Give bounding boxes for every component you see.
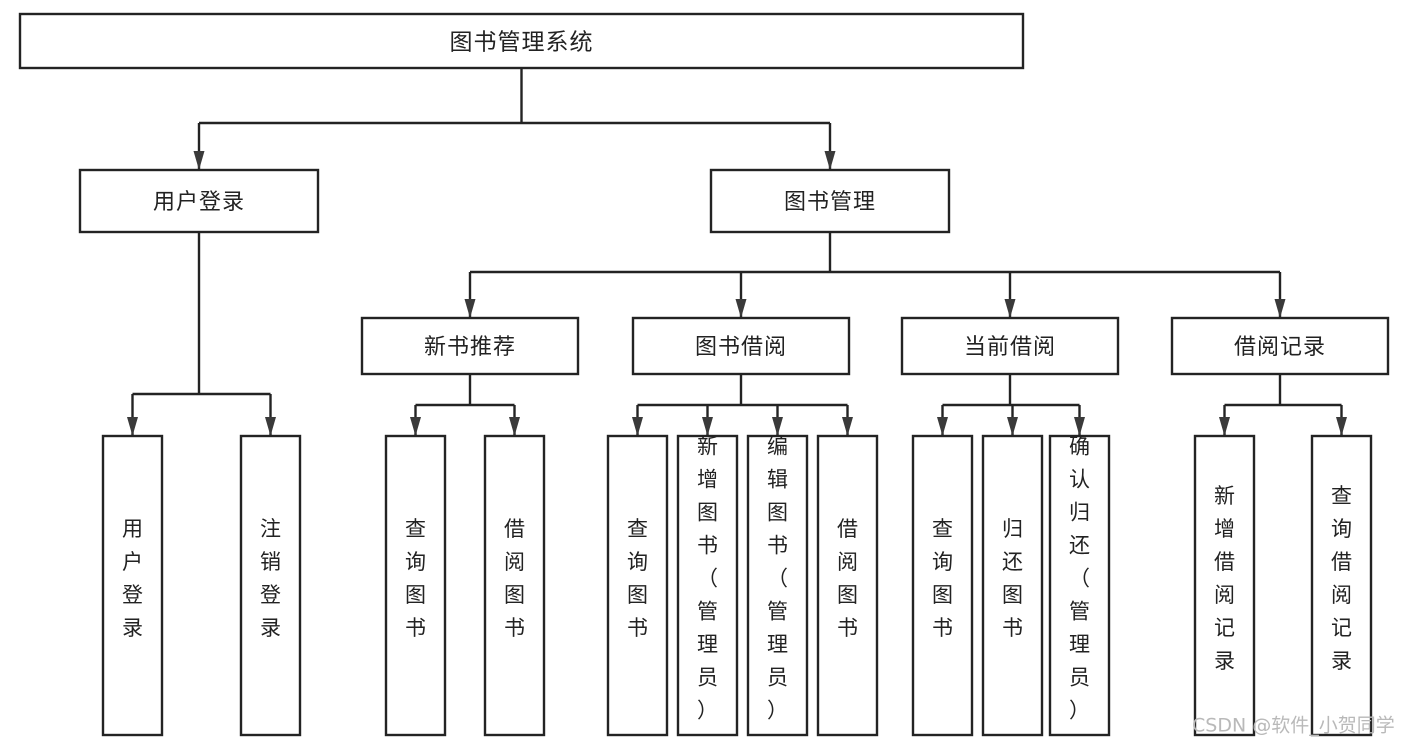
arrow-head-icon bbox=[1004, 299, 1016, 318]
node-book-borrow[interactable]: 图书借阅 bbox=[631, 316, 851, 376]
node-user-login[interactable]: 用户登录 bbox=[78, 168, 320, 234]
connector-lines-layer bbox=[127, 68, 1347, 436]
node-box-root[interactable] bbox=[18, 12, 1025, 70]
arrow-head-icon bbox=[509, 417, 520, 436]
node-box-user-login[interactable] bbox=[78, 168, 320, 234]
node-leaf-query-book-3[interactable]: 查询图书 bbox=[911, 434, 974, 737]
node-leaf-add-book-admin[interactable]: 新增图书（管理员） bbox=[676, 434, 739, 737]
node-label-leaf-add-book-admin: 新增图书（管理员） bbox=[697, 435, 718, 723]
node-box-leaf-return-book[interactable] bbox=[981, 434, 1044, 737]
arrow-head-icon bbox=[1074, 417, 1085, 436]
node-label-leaf-borrow-book-1: 借阅图书 bbox=[504, 517, 525, 640]
node-box-leaf-user-login[interactable] bbox=[101, 434, 164, 737]
node-leaf-query-book-2[interactable]: 查询图书 bbox=[606, 434, 669, 737]
node-label-leaf-logout-login: 注销登录 bbox=[260, 517, 281, 640]
watermark-layer: CSDN @软件_小贺同学 bbox=[1192, 715, 1395, 737]
node-label-leaf-confirm-return: 确认归还（管理员） bbox=[1069, 435, 1090, 723]
node-label-leaf-query-book-2: 查询图书 bbox=[627, 517, 648, 640]
node-box-leaf-add-book-admin[interactable] bbox=[676, 434, 739, 737]
node-label-leaf-query-borrow-record: 查询借阅记录 bbox=[1331, 484, 1352, 673]
node-box-current-borrow[interactable] bbox=[900, 316, 1120, 376]
node-leaf-borrow-book-2[interactable]: 借阅图书 bbox=[816, 434, 879, 737]
node-box-new-book-recommend[interactable] bbox=[360, 316, 580, 376]
arrow-head-icon bbox=[265, 417, 276, 436]
arrow-head-icon bbox=[937, 417, 948, 436]
node-box-leaf-query-borrow-record[interactable] bbox=[1310, 434, 1373, 737]
arrow-head-icon bbox=[772, 417, 783, 436]
node-book-manage[interactable]: 图书管理 bbox=[709, 168, 951, 234]
node-box-leaf-logout-login[interactable] bbox=[239, 434, 302, 737]
node-box-leaf-edit-book-admin[interactable] bbox=[746, 434, 809, 737]
arrow-head-icon bbox=[1336, 417, 1347, 436]
node-label-leaf-user-login: 用户登录 bbox=[122, 517, 143, 640]
arrow-head-icon bbox=[464, 299, 476, 318]
arrow-head-icon bbox=[842, 417, 853, 436]
node-box-book-manage[interactable] bbox=[709, 168, 951, 234]
arrow-head-icon bbox=[127, 417, 138, 436]
node-leaf-confirm-return[interactable]: 确认归还（管理员） bbox=[1048, 434, 1111, 737]
arrow-head-icon bbox=[193, 151, 205, 170]
node-label-book-manage: 图书管理 bbox=[784, 190, 876, 215]
arrow-head-icon bbox=[632, 417, 643, 436]
node-current-borrow[interactable]: 当前借阅 bbox=[900, 316, 1120, 376]
node-borrow-record[interactable]: 借阅记录 bbox=[1170, 316, 1390, 376]
node-leaf-logout-login[interactable]: 注销登录 bbox=[239, 434, 302, 737]
node-box-leaf-borrow-book-1[interactable] bbox=[483, 434, 546, 737]
node-label-book-borrow: 图书借阅 bbox=[695, 335, 787, 360]
node-label-new-book-recommend: 新书推荐 bbox=[424, 335, 516, 360]
node-label-leaf-return-book: 归还图书 bbox=[1002, 517, 1023, 640]
node-leaf-add-borrow-record[interactable]: 新增借阅记录 bbox=[1193, 434, 1256, 737]
arrow-head-icon bbox=[1274, 299, 1286, 318]
node-label-user-login: 用户登录 bbox=[153, 190, 245, 215]
node-leaf-edit-book-admin[interactable]: 编辑图书（管理员） bbox=[746, 434, 809, 737]
node-leaf-user-login[interactable]: 用户登录 bbox=[101, 434, 164, 737]
node-label-leaf-query-book-1: 查询图书 bbox=[405, 517, 426, 640]
node-box-leaf-query-book-3[interactable] bbox=[911, 434, 974, 737]
node-label-current-borrow: 当前借阅 bbox=[964, 335, 1056, 360]
node-box-book-borrow[interactable] bbox=[631, 316, 851, 376]
csdn-watermark: CSDN @软件_小贺同学 bbox=[1192, 715, 1395, 737]
node-label-leaf-add-borrow-record: 新增借阅记录 bbox=[1214, 484, 1235, 673]
node-box-leaf-query-book-2[interactable] bbox=[606, 434, 669, 737]
arrow-head-icon bbox=[702, 417, 713, 436]
node-new-book-recommend[interactable]: 新书推荐 bbox=[360, 316, 580, 376]
node-box-leaf-add-borrow-record[interactable] bbox=[1193, 434, 1256, 737]
node-leaf-borrow-book-1[interactable]: 借阅图书 bbox=[483, 434, 546, 737]
node-label-leaf-query-book-3: 查询图书 bbox=[932, 517, 953, 640]
node-label-root: 图书管理系统 bbox=[450, 29, 594, 55]
node-leaf-query-borrow-record[interactable]: 查询借阅记录 bbox=[1310, 434, 1373, 737]
node-root[interactable]: 图书管理系统 bbox=[18, 12, 1025, 70]
node-label-leaf-edit-book-admin: 编辑图书（管理员） bbox=[767, 435, 788, 723]
node-box-leaf-query-book-1[interactable] bbox=[384, 434, 447, 737]
node-label-leaf-borrow-book-2: 借阅图书 bbox=[837, 517, 858, 640]
node-label-borrow-record: 借阅记录 bbox=[1234, 335, 1326, 360]
node-box-leaf-borrow-book-2[interactable] bbox=[816, 434, 879, 737]
arrow-head-icon bbox=[1007, 417, 1018, 436]
node-box-borrow-record[interactable] bbox=[1170, 316, 1390, 376]
arrow-head-icon bbox=[1219, 417, 1230, 436]
node-leaf-return-book[interactable]: 归还图书 bbox=[981, 434, 1044, 737]
nodes-layer: 图书管理系统用户登录图书管理新书推荐图书借阅当前借阅借阅记录用户登录注销登录查询… bbox=[18, 12, 1390, 737]
node-box-leaf-confirm-return[interactable] bbox=[1048, 434, 1111, 737]
arrow-head-icon bbox=[735, 299, 747, 318]
arrow-head-icon bbox=[824, 151, 836, 170]
node-leaf-query-book-1[interactable]: 查询图书 bbox=[384, 434, 447, 737]
arrow-head-icon bbox=[410, 417, 421, 436]
